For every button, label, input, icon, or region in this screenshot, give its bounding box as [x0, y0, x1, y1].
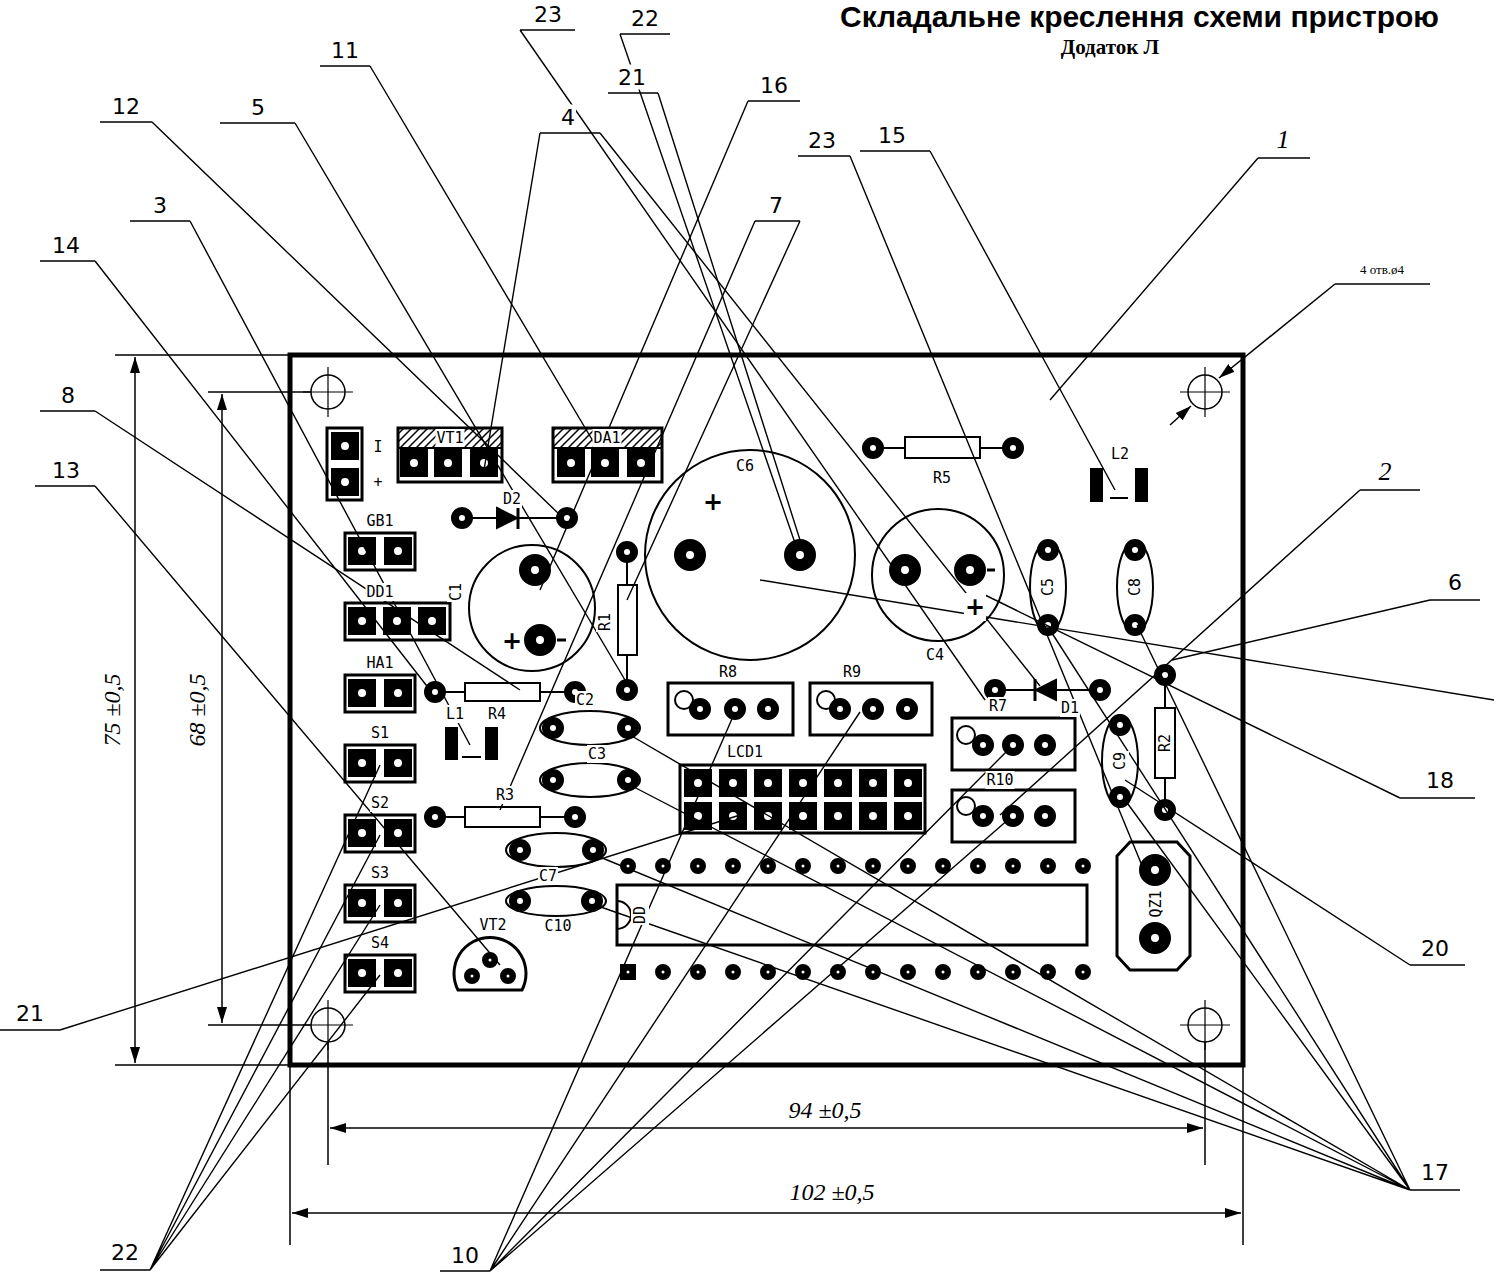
component-designator: + — [372, 473, 383, 491]
callout-number: 22 — [630, 6, 660, 31]
component-designator: C3 — [587, 745, 607, 763]
callout-number: 11 — [330, 38, 360, 63]
drawing-title: Складальне креслення схеми пристрою — [840, 0, 1439, 34]
dimension-value: 68 ±0,5 — [184, 672, 211, 747]
component-designator: R1 — [596, 612, 614, 632]
component-designator: DD1 — [365, 583, 394, 601]
component-designator: I — [372, 438, 383, 456]
component-designator: HA1 — [365, 654, 394, 672]
component-designator: C10 — [543, 917, 572, 935]
component-designator: D1 — [1060, 699, 1080, 717]
component-designator: DA1 — [592, 429, 621, 447]
callout-number: 5 — [250, 95, 266, 120]
component-designator: C7 — [538, 867, 558, 885]
component-designator: R7 — [988, 697, 1008, 715]
callout-number: 10 — [450, 1243, 480, 1268]
dimension-value: 75 ±0,5 — [99, 672, 126, 747]
callout-number: 6 — [1447, 570, 1463, 595]
callout-number: 14 — [51, 233, 81, 258]
component-designator: S4 — [370, 934, 390, 952]
callout-number: 21 — [617, 65, 647, 90]
component-designator: L2 — [1110, 445, 1130, 463]
component-designator: R3 — [495, 786, 515, 804]
polarity-mark: + — [964, 593, 986, 621]
component-designator: C8 — [1126, 577, 1144, 597]
callout-number: 22 — [110, 1240, 140, 1265]
component-designator: DD — [631, 905, 649, 925]
callout-number: 21 — [15, 1001, 45, 1026]
callout-number: 23 — [807, 128, 837, 153]
component-designator: VT1 — [435, 429, 464, 447]
callout-number: 17 — [1420, 1160, 1450, 1185]
component-designator: R2 — [1156, 733, 1174, 753]
component-designator: R4 — [487, 705, 507, 723]
callout-number: 13 — [51, 458, 81, 483]
callout-number: 2 — [1378, 457, 1393, 487]
component-designator: LCD1 — [726, 743, 764, 761]
component-designator: D2 — [502, 490, 522, 508]
component-designator: C2 — [575, 691, 595, 709]
leader-lines — [0, 30, 1494, 1271]
component-designator: C6 — [735, 457, 755, 475]
component-designator: VT2 — [478, 916, 507, 934]
component-designator: L1 — [445, 705, 465, 723]
callout-number: 12 — [111, 94, 141, 119]
dimension-lines — [115, 284, 1430, 1245]
callout-number: 7 — [768, 193, 784, 218]
component-designator: C5 — [1039, 577, 1057, 597]
callout-number: 15 — [877, 123, 907, 148]
polarity-mark: + — [702, 488, 724, 516]
appendix-label: Додаток Л — [1060, 35, 1160, 60]
component-designator: S1 — [370, 724, 390, 742]
dimension-value: 102 ±0,5 — [788, 1179, 875, 1206]
component-designator: R10 — [985, 771, 1014, 789]
component-designator: R9 — [842, 663, 862, 681]
callout-number: 23 — [533, 2, 563, 27]
component-footprints — [327, 428, 1190, 992]
callout-number: 18 — [1425, 768, 1455, 793]
callout-number: 4 — [560, 105, 576, 130]
mounting-holes — [303, 367, 1230, 1050]
dimension-value: 94 ±0,5 — [787, 1097, 862, 1124]
component-designator: R8 — [718, 663, 738, 681]
component-designator: S2 — [370, 794, 390, 812]
callout-number: 16 — [759, 73, 789, 98]
component-designator: R5 — [932, 469, 952, 487]
polarity-mark: + — [501, 627, 523, 655]
component-designator: C1 — [447, 582, 465, 602]
callout-number: 3 — [152, 193, 168, 218]
component-designator: GB1 — [365, 512, 394, 530]
callout-number: 20 — [1420, 936, 1450, 961]
component-designator: S3 — [370, 864, 390, 882]
component-designator: QZ1 — [1147, 889, 1165, 918]
component-designator: C9 — [1111, 751, 1129, 771]
component-designator: C4 — [925, 646, 945, 664]
hole-note: 4 отв.ø4 — [1359, 262, 1405, 278]
callout-number: 8 — [60, 383, 76, 408]
callout-number: 1 — [1276, 125, 1291, 155]
